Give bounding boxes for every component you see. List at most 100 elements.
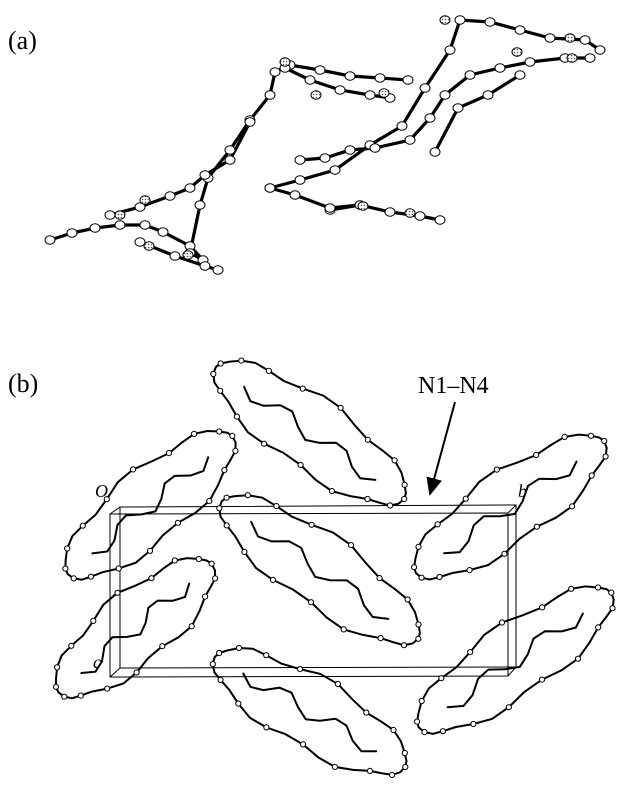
ring-atom xyxy=(364,436,371,443)
ring-atom xyxy=(195,555,202,563)
ring-atom xyxy=(587,432,595,439)
ring-inner-bonds xyxy=(446,612,584,709)
ring-atom xyxy=(418,574,425,581)
ring-atom xyxy=(533,523,540,530)
ring-atom xyxy=(54,664,61,671)
carbon-atom xyxy=(524,57,536,67)
ring-atom xyxy=(414,718,421,725)
ring-atom xyxy=(52,683,60,690)
ring-atom xyxy=(90,617,97,625)
nitrogen-atom xyxy=(357,201,369,211)
ring-atom xyxy=(269,576,277,584)
carbon-atom xyxy=(194,200,206,210)
ring-atom xyxy=(223,494,230,501)
ring-atom xyxy=(533,451,540,459)
carbon-atom xyxy=(579,35,591,45)
carbon-atom xyxy=(454,15,466,25)
ring-atom xyxy=(133,669,140,676)
carbon-atom xyxy=(164,191,176,201)
ring-atom xyxy=(188,623,195,630)
ring-atom xyxy=(436,573,443,581)
molecule-rings-b xyxy=(52,357,616,779)
ring-atom xyxy=(401,481,408,488)
ring-bottom-center xyxy=(209,644,409,779)
ring-inner-bonds xyxy=(91,456,210,555)
ring-atom xyxy=(498,619,506,626)
ring-atom xyxy=(401,749,408,757)
nitrogen-atom xyxy=(566,53,578,63)
ring-atom xyxy=(216,649,223,657)
ring-atom xyxy=(609,605,616,612)
ring-atom xyxy=(415,621,422,628)
ring-middle xyxy=(216,492,422,649)
carbon-atom xyxy=(444,45,456,55)
carbon-atom xyxy=(89,223,101,233)
carbon-atom xyxy=(324,203,336,213)
ring-atom xyxy=(331,763,338,771)
ring-atom xyxy=(212,575,219,582)
nitrogen-atom xyxy=(279,57,291,67)
ring-inner-bonds xyxy=(80,582,191,674)
ring-atom xyxy=(103,496,110,503)
ring-atom xyxy=(364,495,371,503)
ring-atom xyxy=(130,466,137,473)
ring-atom xyxy=(87,573,95,580)
ring-atom xyxy=(501,550,508,557)
ring-atom xyxy=(569,503,576,510)
ring-atom xyxy=(238,357,245,364)
axis-origin-label: O xyxy=(95,481,108,501)
ring-atom xyxy=(263,652,270,659)
carbon-atom xyxy=(139,220,151,230)
ring-atom xyxy=(389,771,396,779)
carbon-atom xyxy=(429,147,441,157)
nitrogen-atom xyxy=(143,241,155,251)
ring-atom xyxy=(216,505,223,512)
ring-atom xyxy=(209,661,216,668)
annotation-n1-n4: N1–N4 xyxy=(418,373,489,399)
ring-atom xyxy=(418,697,425,705)
ring-atom xyxy=(376,575,383,582)
carbon-atom xyxy=(134,237,146,247)
bond-chain xyxy=(138,240,220,272)
ring-atom xyxy=(232,447,239,454)
ring-atom xyxy=(377,635,384,642)
ring-atom xyxy=(467,649,474,656)
ring-atom xyxy=(415,635,422,642)
ring-atom xyxy=(297,461,304,468)
carbon-atom xyxy=(294,155,306,165)
ring-inner-bonds xyxy=(243,385,377,481)
ring-atom xyxy=(561,433,568,440)
ring-bonds xyxy=(211,646,408,776)
ring-atom xyxy=(171,557,178,564)
panel-b-label: (b) xyxy=(8,369,38,398)
ring-bonds xyxy=(218,494,421,647)
ring-atom xyxy=(438,675,445,682)
carbon-atom xyxy=(404,135,416,145)
ring-atom xyxy=(574,655,582,662)
ring-atom xyxy=(273,503,280,510)
ring-atom xyxy=(601,437,608,445)
ring-atom xyxy=(538,676,546,683)
carbon-atom xyxy=(319,153,331,163)
ring-bonds xyxy=(212,359,407,507)
carbon-atom xyxy=(434,215,446,225)
nitrogen-atom xyxy=(114,210,126,220)
carbon-atom xyxy=(384,207,396,217)
bond-chain xyxy=(433,73,522,154)
ring-atom xyxy=(104,685,111,692)
ring-top-center xyxy=(210,357,408,509)
ring-atom xyxy=(366,767,373,775)
ring-atom xyxy=(217,360,224,367)
ring-atom xyxy=(400,642,408,649)
carbon-atom xyxy=(304,75,316,85)
ring-atom xyxy=(216,428,223,435)
ring-atom xyxy=(588,472,595,479)
bond-chain xyxy=(268,186,362,210)
ring-atom xyxy=(337,404,344,411)
carbon-atom xyxy=(314,65,326,75)
ring-atom xyxy=(221,467,228,474)
carbon-atom xyxy=(439,90,451,100)
ring-atom xyxy=(64,545,71,552)
ring-bonds xyxy=(55,557,217,700)
ring-atom xyxy=(208,560,215,567)
